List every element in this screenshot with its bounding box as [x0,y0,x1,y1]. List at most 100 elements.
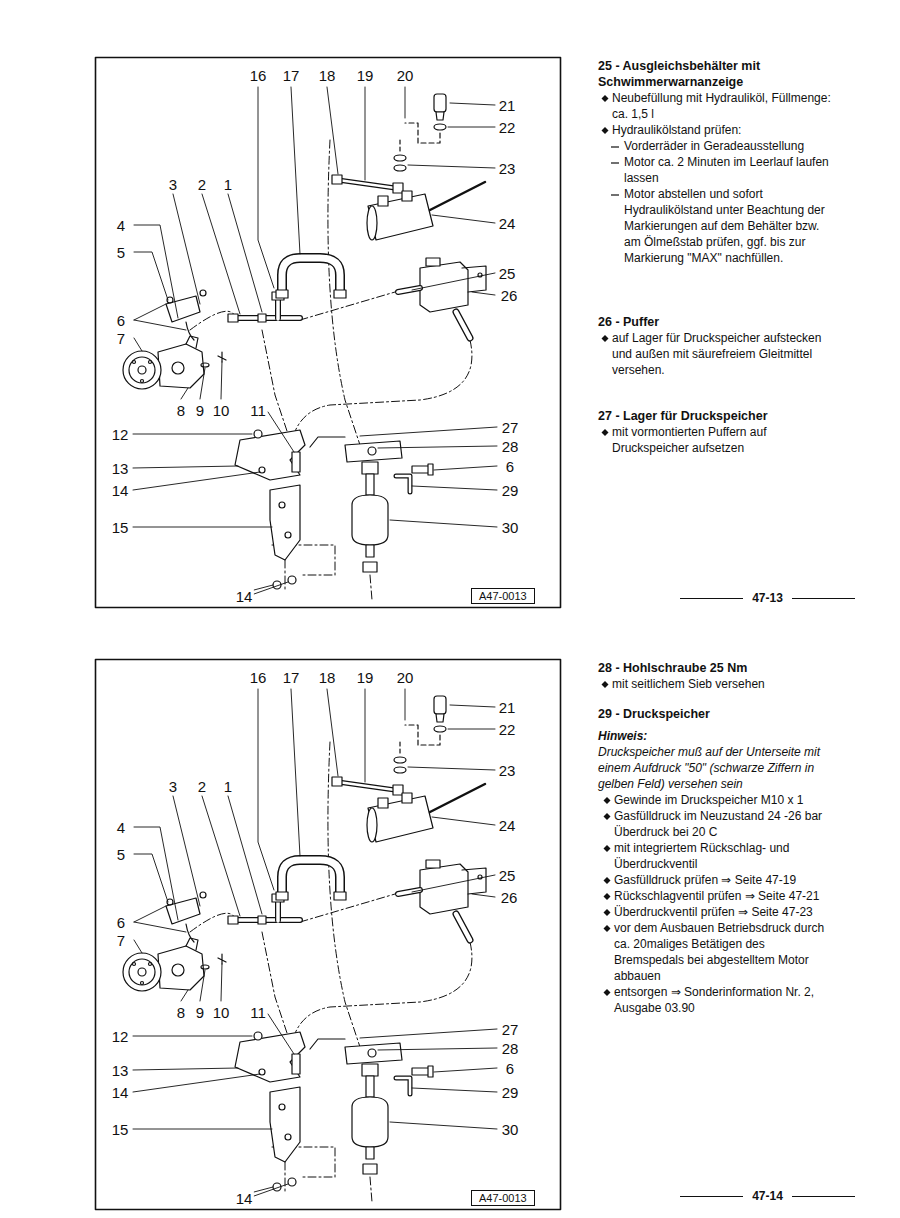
callout-number: 19 [356,67,375,84]
bullet-item: Rückschlagventil prüfen ⇒ Seite 47-21 [614,889,819,903]
callout-number: 3 [168,176,178,193]
step-item: Vorderräder in Geradeausstellung [598,138,838,154]
callout-number: 16 [249,67,268,84]
callout-number: 2 [197,778,207,795]
callout-number: 27 [501,1021,520,1038]
bullet-diamond [602,127,609,134]
callout-number: 13 [111,1062,130,1079]
drawing-number: A47-0013 [479,590,527,602]
callout-number: 6 [505,458,515,475]
callout-number: 9 [195,1004,205,1021]
bullet-diamond [604,877,611,884]
text-section: 25 - Ausgleichsbehälter mit Schwimmerwar… [598,58,838,266]
item-heading: 25 - Ausgleichsbehälter mit Schwimmerwar… [598,58,838,90]
item-heading: 29 - Druckspeicher [598,706,838,722]
callout-number: 4 [116,217,126,234]
item-heading: 25 - Ausgleichsbehälter mit Schwimmerwar… [598,59,760,89]
callout-number: 24 [498,215,517,232]
bullet-diamond [601,330,609,346]
note-heading: Hinweis: [598,728,838,744]
bullet-item: vor dem Ausbauen Betriebsdruck durch ca.… [598,920,838,984]
callout-number: 7 [116,330,126,347]
callout-number: 25 [498,867,517,884]
dash-mark [611,194,619,195]
bullet-diamond [603,984,611,1000]
callout-number: 27 [501,419,520,436]
item-heading: 28 - Hohlschraube 25 Nm [598,660,838,676]
callout-number: 20 [396,67,415,84]
drawing-number: A47-0013 [479,1192,527,1204]
bullet-item: mit seitlichem Sieb versehen [612,677,765,691]
callout-number: 30 [501,1121,520,1138]
bullet-item: entsorgen ⇒ Sonderinformation Nr. 2, Aus… [598,984,838,1016]
rule-line [792,598,855,599]
bullet-item: Rückschlagventil prüfen ⇒ Seite 47-21 [598,888,838,904]
bullet-diamond [604,909,611,916]
callout-number: 21 [498,97,517,114]
dash-mark [611,154,621,170]
callout-number: 16 [249,669,268,686]
callout-number: 26 [500,889,519,906]
note-text: Druckspeicher muß auf der Unterseite mit… [598,744,838,792]
step-item: Motor abstellen und sofort Hydraulikölst… [624,187,825,265]
text-section: 26 - Pufferauf Lager für Druckspeicher a… [598,314,838,378]
bullet-item: Hydraulikölstand prüfen: [598,122,838,138]
text-section: 28 - Hohlschraube 25 Nm mit seitlichem Si… [598,660,838,692]
page-number-text: 47-13 [752,590,783,606]
drawing-number-box: A47-0013 [471,588,535,604]
bullet-item: auf Lager für Druckspeicher aufstecken u… [598,330,838,378]
step-item: Motor ca. 2 Minuten im Leerlauf laufen l… [624,155,829,185]
callout-number: 13 [111,460,130,477]
bullet-diamond [601,424,609,440]
item-heading: 28 - Hohlschraube 25 Nm [598,661,747,675]
page-number-text: 47-14 [752,1188,783,1204]
callout-number: 18 [318,67,337,84]
bullet-item: mit seitlichem Sieb versehen [598,676,838,692]
bullet-item: Überdruckventil prüfen ⇒ Seite 47-23 [614,905,813,919]
bullet-diamond [604,797,611,804]
bullet-diamond [604,845,611,852]
rule-line [792,1196,855,1197]
dash-mark [611,186,621,202]
callout-number: 18 [318,669,337,686]
drawing-number-box: A47-0013 [471,1190,535,1206]
callout-number: 11 [249,402,267,419]
note-text: Druckspeicher muß auf der Unterseite mit… [598,745,820,791]
callout-number: 22 [498,119,517,136]
bullet-item: Gasfülldruck prüfen ⇒ Seite 47-19 [614,873,796,887]
page-number: 47-14 [680,1188,855,1204]
callout-number: 2 [197,176,207,193]
step-item: Motor ca. 2 Minuten im Leerlauf laufen l… [598,154,838,186]
callout-number: 24 [498,817,517,834]
bullet-diamond [603,904,611,920]
bullet-diamond [603,920,611,936]
callout-number: 14 [111,482,130,499]
bullet-item: Hydraulikölstand prüfen: [612,123,741,137]
bullet-item: Gasfülldruck im Neuzustand 24 -26 bar Üb… [614,809,822,839]
item-heading: 26 - Puffer [598,314,838,330]
bullet-diamond [603,872,611,888]
callout-number: 1 [223,176,233,193]
callout-number: 5 [116,244,126,261]
rule-line [680,598,743,599]
callout-number: 4 [116,819,126,836]
bullet-item: Gasfülldruck prüfen ⇒ Seite 47-19 [598,872,838,888]
bullet-diamond [602,681,609,688]
bullet-diamond [601,122,609,138]
item-heading: 26 - Puffer [598,315,659,329]
bullet-diamond [604,989,611,996]
dash-mark [611,146,619,147]
bullet-diamond [603,808,611,824]
bullet-item: Gewinde im Druckspeicher M10 x 1 [614,793,803,807]
callout-number: 15 [111,1121,130,1138]
callout-number: 22 [498,721,517,738]
callout-number: 28 [501,438,520,455]
callout-number: 5 [116,846,126,863]
callout-number: 11 [249,1004,267,1021]
callout-number: 6 [116,914,126,931]
text-section: 29 - DruckspeicherHinweis:Druckspeicher … [598,706,838,1016]
bullet-diamond [601,676,609,692]
bullet-diamond [602,95,609,102]
